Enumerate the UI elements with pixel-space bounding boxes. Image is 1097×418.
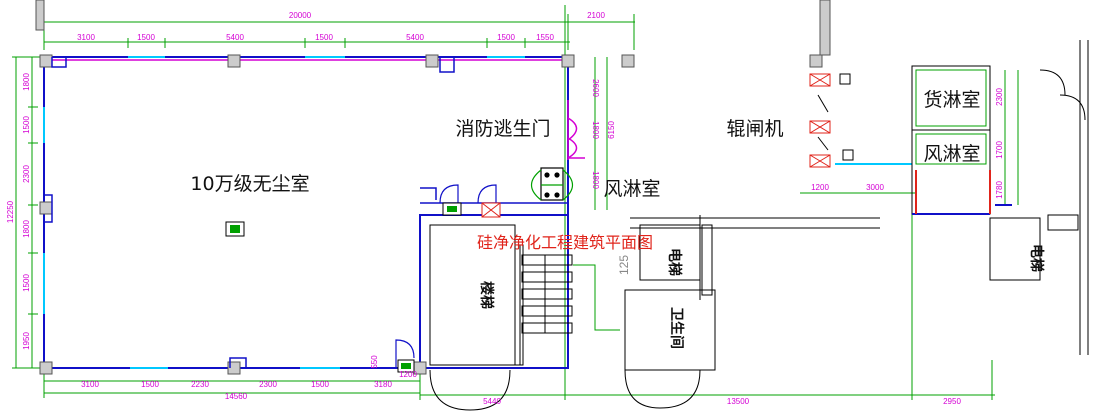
dim-top-seg-4: 1500	[315, 33, 333, 42]
dim-bottom-seg-3: 2230	[191, 380, 209, 389]
dim-mid-3: 1800	[591, 171, 600, 189]
dim-right-1: 2300	[995, 88, 1004, 106]
service-block	[429, 40, 1089, 411]
wall-details	[44, 57, 497, 368]
dim-bottom-span-1: 5440	[483, 397, 501, 406]
dim-right-h-2: 3000	[866, 183, 884, 192]
dim-bottom-total-left: 14560	[225, 392, 248, 401]
dim-right-2: 1700	[995, 141, 1004, 159]
dim-left-seg-2: 1500	[22, 116, 31, 134]
dim-door-width: 1200	[399, 370, 417, 379]
dim-mid-2: 1800	[591, 121, 600, 139]
room-labels: 10万级无尘室 消防逃生门 风淋室 辊闸机 货淋室 风淋室 硅净净化工程建筑平面…	[190, 89, 980, 275]
dim-top-seg-2: 1500	[137, 33, 155, 42]
equipment-boxes	[225, 202, 501, 373]
dim-mid-total: 6150	[607, 121, 616, 139]
stair-number: 125	[617, 255, 631, 275]
dim-mid-1: 2600	[591, 79, 600, 97]
vertical-labels: 楼梯 电梯 电梯 卫生间	[478, 244, 1045, 349]
stairs-label: 楼梯	[478, 281, 495, 309]
dim-bottom-span-3: 2950	[943, 397, 961, 406]
elevator-2-label: 电梯	[1028, 244, 1045, 272]
dim-left-seg-5: 1500	[22, 274, 31, 292]
windows	[43, 56, 912, 369]
stairs-block	[429, 224, 620, 366]
dim-bottom-seg-1: 3100	[81, 380, 99, 389]
plan-title: 硅净净化工程建筑平面图	[477, 233, 653, 252]
cargo-shower-label: 货淋室	[923, 89, 980, 111]
dim-left-seg-6: 1950	[22, 332, 31, 350]
dim-right-3: 1780	[995, 181, 1004, 199]
dim-bottom-seg-4: 2300	[259, 380, 277, 389]
dim-right-h-1: 1200	[811, 183, 829, 192]
gate-area	[809, 65, 1012, 215]
cleanroom-label: 10万级无尘室	[190, 173, 309, 195]
dim-top-total: 20000	[289, 11, 312, 20]
dim-top-seg-1: 3100	[77, 33, 95, 42]
dim-left-seg-3: 2300	[22, 165, 31, 183]
dim-bottom-span-2: 13500	[727, 397, 750, 406]
dim-top-seg-3: 5400	[226, 33, 244, 42]
air-shower-label: 风淋室	[603, 178, 660, 200]
restroom-label: 卫生间	[668, 307, 685, 349]
air-shower-2-label: 风淋室	[923, 143, 980, 165]
fire-exit-label: 消防逃生门	[455, 118, 550, 140]
elevator-1-label: 电梯	[666, 248, 683, 276]
fire-exit-door	[567, 100, 585, 160]
dim-left-seg-4: 1800	[22, 220, 31, 238]
dimension-texts: 20000 2100 3100 1500 5400 1500 5400 1500…	[6, 11, 1004, 406]
dim-top-seg-6: 1500	[497, 33, 515, 42]
dim-left-seg-1: 1800	[22, 73, 31, 91]
dim-bottom-seg-5: 1500	[311, 380, 329, 389]
dim-top-seg-5: 5400	[406, 33, 424, 42]
rolling-gate-label: 辊闸机	[726, 118, 783, 140]
dim-bottom-seg-6: 3180	[374, 380, 392, 389]
dim-top-right: 2100	[587, 11, 605, 20]
air-shower-unit	[530, 167, 574, 201]
dim-left-total: 12250	[6, 200, 15, 223]
dim-bottom-seg-2: 1500	[141, 380, 159, 389]
dim-top-seg-7: 1550	[536, 33, 554, 42]
dim-door-height: 550	[370, 355, 379, 369]
